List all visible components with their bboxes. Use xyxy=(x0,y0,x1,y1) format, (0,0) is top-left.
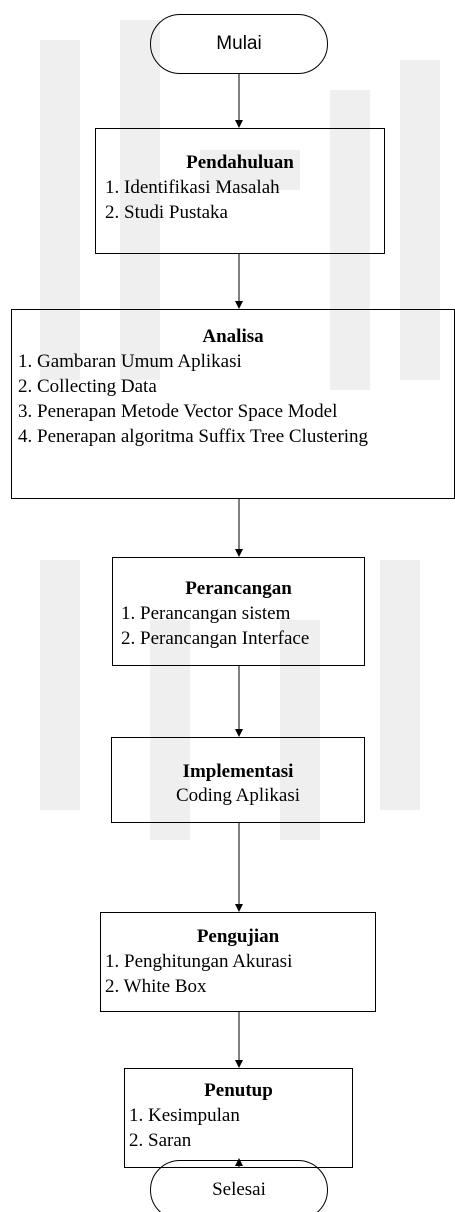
step-item: 4. Penerapan algoritma Suffix Tree Clust… xyxy=(18,426,369,447)
step-pengujian: Pengujian 1. Penghitungan Akurasi 2. Whi… xyxy=(100,912,376,1012)
step-item: 1. Identifikasi Masalah xyxy=(105,177,280,198)
step-item: 2. Collecting Data xyxy=(18,376,157,397)
step-pendahuluan: Pendahuluan 1. Identifikasi Masalah 2. S… xyxy=(95,128,385,254)
step-penutup-items: 1. Kesimpulan 2. Saran xyxy=(129,1103,352,1153)
step-implementasi: Implementasi Coding Aplikasi xyxy=(111,737,365,823)
step-item: 3. Penerapan Metode Vector Space Model xyxy=(18,401,338,422)
step-pengujian-title: Pengujian xyxy=(196,926,280,947)
step-penutup-title: Penutup xyxy=(204,1080,273,1101)
step-perancangan-items: 1. Perancangan sistem 2. Perancangan Int… xyxy=(121,601,364,651)
start-label: Mulai xyxy=(216,33,262,54)
step-item: 2. Perancangan Interface xyxy=(121,628,310,649)
step-item: 1. Gambaran Umum Aplikasi xyxy=(18,351,242,372)
end-terminator: Selesai xyxy=(150,1160,328,1212)
step-implementasi-subtitle: Coding Aplikasi xyxy=(175,785,301,806)
step-item: 1. Kesimpulan xyxy=(129,1105,240,1126)
step-item: 1. Penghitungan Akurasi xyxy=(105,951,293,972)
step-penutup: Penutup 1. Kesimpulan 2. Saran xyxy=(124,1068,353,1168)
step-item: 2. White Box xyxy=(105,976,207,997)
step-analisa-items: 1. Gambaran Umum Aplikasi 2. Collecting … xyxy=(18,349,454,449)
step-item: 2. Saran xyxy=(129,1130,192,1151)
step-pendahuluan-title: Pendahuluan xyxy=(186,152,294,173)
step-analisa: Analisa 1. Gambaran Umum Aplikasi 2. Col… xyxy=(11,309,455,499)
step-item: 2. Studi Pustaka xyxy=(105,202,228,223)
step-analisa-title: Analisa xyxy=(202,326,264,347)
end-label: Selesai xyxy=(212,1179,266,1200)
step-perancangan: Perancangan 1. Perancangan sistem 2. Per… xyxy=(112,557,365,666)
step-item: 1. Perancangan sistem xyxy=(121,603,291,624)
step-perancangan-title: Perancangan xyxy=(185,578,292,599)
step-pengujian-items: 1. Penghitungan Akurasi 2. White Box xyxy=(105,949,375,999)
step-implementasi-title: Implementasi xyxy=(182,761,294,782)
step-pendahuluan-items: 1. Identifikasi Masalah 2. Studi Pustaka xyxy=(105,175,384,225)
start-terminator: Mulai xyxy=(150,14,328,74)
